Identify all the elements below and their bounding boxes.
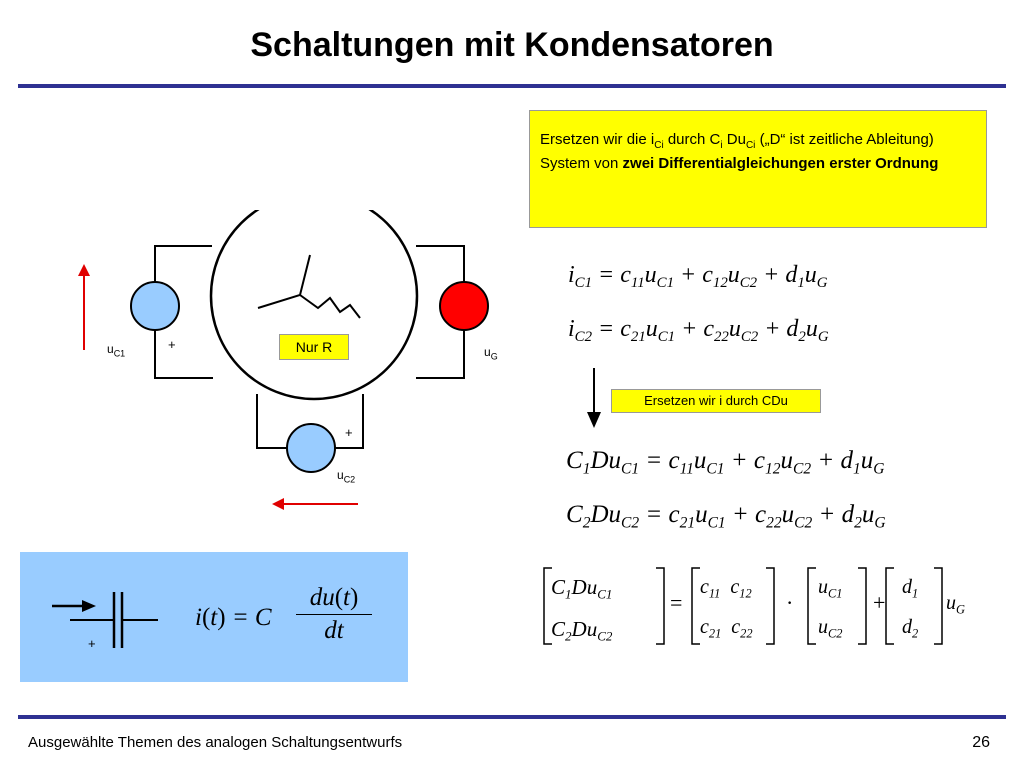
matrix-u: uC1 uC2 [818,576,843,641]
source-ug [439,281,489,331]
source-uc2 [286,423,336,473]
title-rule [18,84,1006,88]
matrix-plus: + [873,590,886,615]
plus-uc1: + [168,337,176,352]
arrow-uc1-head [78,264,90,276]
matrix-equals: = [670,590,683,615]
circuit-diagram [78,210,489,510]
equation-ic1: iC1 = c11uC1 + c12uC2 + d1uG [568,262,828,292]
label-uc2: uC2 [337,468,356,485]
footer-rule [18,715,1006,719]
plus-uc2: + [345,425,353,440]
explanation-line-1: Ersetzen wir die iCi durch Ci DuCi („D“ … [540,131,934,151]
source-uc1 [130,281,180,331]
arrow-uc2-head [272,498,284,510]
down-arrow [587,368,601,428]
equation-ic2: iC2 = c21uC1 + c22uC2 + d2uG [568,316,829,346]
equation-c1du: C1DuC1 = c11uC1 + c12uC2 + d1uG [566,447,885,478]
capacitor-symbol [52,592,158,648]
matrix-c: c11 c12 c21 c22 [700,576,753,641]
label-ug: uG [484,345,498,362]
matrix-ug: uG [946,592,965,617]
label-nur-r: Nur R [279,334,349,360]
label-uc1: uC1 [107,342,126,359]
matrix-d: d1 d2 [902,576,919,641]
equation-c2du: C2DuC2 = c21uC1 + c22uC2 + d2uG [566,501,886,532]
page-number: 26 [972,734,990,751]
replace-label: Ersetzen wir i durch CDu [611,389,821,413]
footer-text: Ausgewählte Themen des analogen Schaltun… [28,734,403,751]
explanation-line-2: System von zwei Differentialgleichungen … [540,155,939,172]
explanation-box: Ersetzen wir die iCi durch Ci DuCi („D“ … [529,110,987,228]
capacitor-fraction: du(t) dt [296,584,372,645]
matrix-lhs: C1DuC1 C2DuC2 [551,575,613,644]
resistor-zigzag [299,294,361,319]
matrix-dot: · [786,590,794,615]
matrix-brackets [543,567,943,645]
slide-title: Schaltungen mit Kondensatoren [250,26,774,64]
capacitor-plus: + [88,636,96,651]
capacitor-law-box [20,552,408,682]
capacitor-equation: i(t) = C [195,604,272,631]
